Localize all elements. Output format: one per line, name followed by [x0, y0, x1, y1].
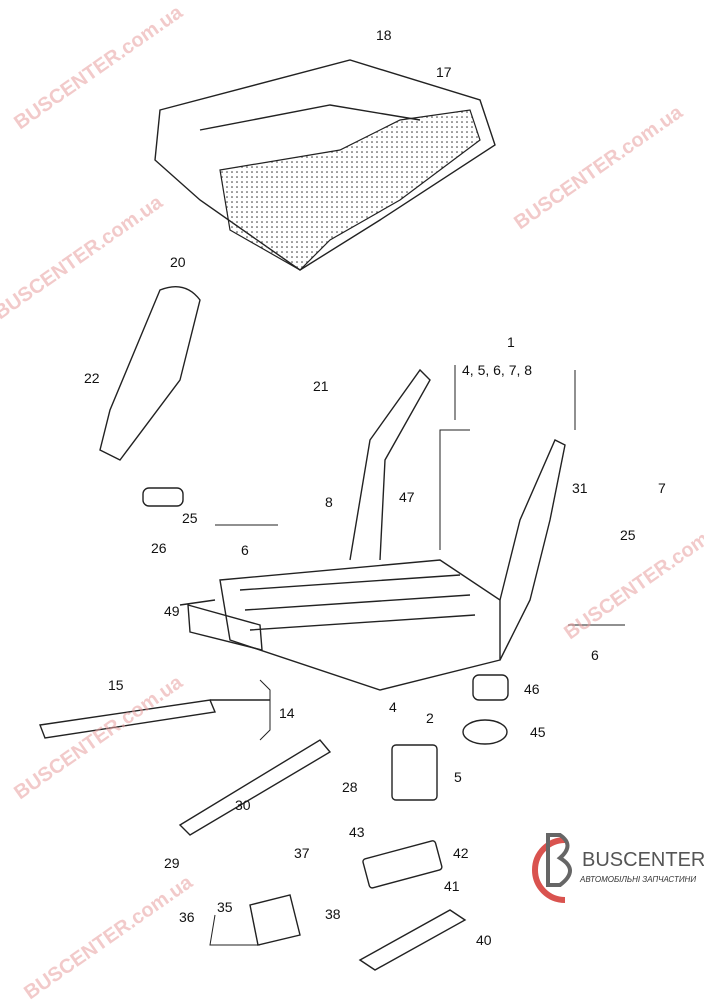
callout: 35: [217, 899, 233, 915]
callout: 46: [524, 681, 540, 697]
callout: 47: [399, 489, 415, 505]
watermark-text: BUSCENTER.com.ua: [0, 191, 167, 324]
watermark-text: BUSCENTER.com.ua: [10, 1, 187, 134]
callout: 36: [179, 909, 195, 925]
callout: 1: [507, 334, 515, 350]
callout: 29: [164, 855, 180, 871]
callout: 6: [591, 647, 599, 663]
cap-45: [462, 719, 508, 745]
callout: 8: [325, 494, 333, 510]
callout: 25: [182, 510, 198, 526]
seat-frame: [179, 368, 566, 701]
plate-5: [391, 744, 438, 801]
callout: 45: [530, 724, 546, 740]
rail-40: [358, 909, 467, 971]
callout: 20: [170, 254, 186, 270]
callout: 40: [476, 932, 492, 948]
callout: 25: [620, 527, 636, 543]
watermark-text: BUSCENTER.com.ua: [510, 101, 687, 234]
callout: 4, 5, 6, 7, 8: [462, 362, 532, 378]
logo-tagline: АВТОМОБІЛЬНІ ЗАПЧАСТИНИ: [579, 875, 696, 884]
callout: 28: [342, 779, 358, 795]
watermark-text: BUSCENTER.com.ua: [20, 871, 197, 1000]
callout: 21: [313, 378, 329, 394]
callout: 42: [453, 845, 469, 861]
callout: 49: [164, 603, 180, 619]
watermark-text: BUSCENTER.com.ua: [10, 671, 187, 804]
callout: 38: [325, 906, 341, 922]
callout: 30: [235, 797, 251, 813]
callout: 41: [444, 878, 460, 894]
cover-42: [362, 840, 443, 889]
callout: 26: [151, 540, 167, 556]
callout-labels: 18 17 20 22 1 4, 5, 6, 7, 8 21 31 7 47 8…: [84, 27, 666, 948]
seat-cushion: [154, 59, 496, 271]
cover-49: [187, 604, 263, 651]
gas-spring-30: [178, 739, 332, 836]
handle-26: [142, 487, 184, 507]
logo-brand: BUSCENTER: [582, 849, 704, 871]
callout: 17: [436, 64, 452, 80]
side-trim: [99, 286, 201, 461]
callout: 15: [108, 677, 124, 693]
callout: 5: [454, 769, 462, 785]
callout: 4: [389, 699, 397, 715]
callout: 2: [426, 710, 434, 726]
callout: 31: [572, 480, 588, 496]
gas-spring-14: [39, 699, 216, 739]
callout: 7: [658, 480, 666, 496]
callout: 18: [376, 27, 392, 43]
callout: 37: [294, 845, 310, 861]
callout: 43: [349, 824, 365, 840]
bracket-36: [249, 894, 301, 946]
callout: 14: [279, 705, 295, 721]
buscenter-logo: BUSCENTER АВТОМОБІЛЬНІ ЗАПЧАСТИНИ: [532, 833, 704, 903]
callout: 22: [84, 370, 100, 386]
cap-46: [472, 674, 509, 701]
callout: 6: [241, 542, 249, 558]
